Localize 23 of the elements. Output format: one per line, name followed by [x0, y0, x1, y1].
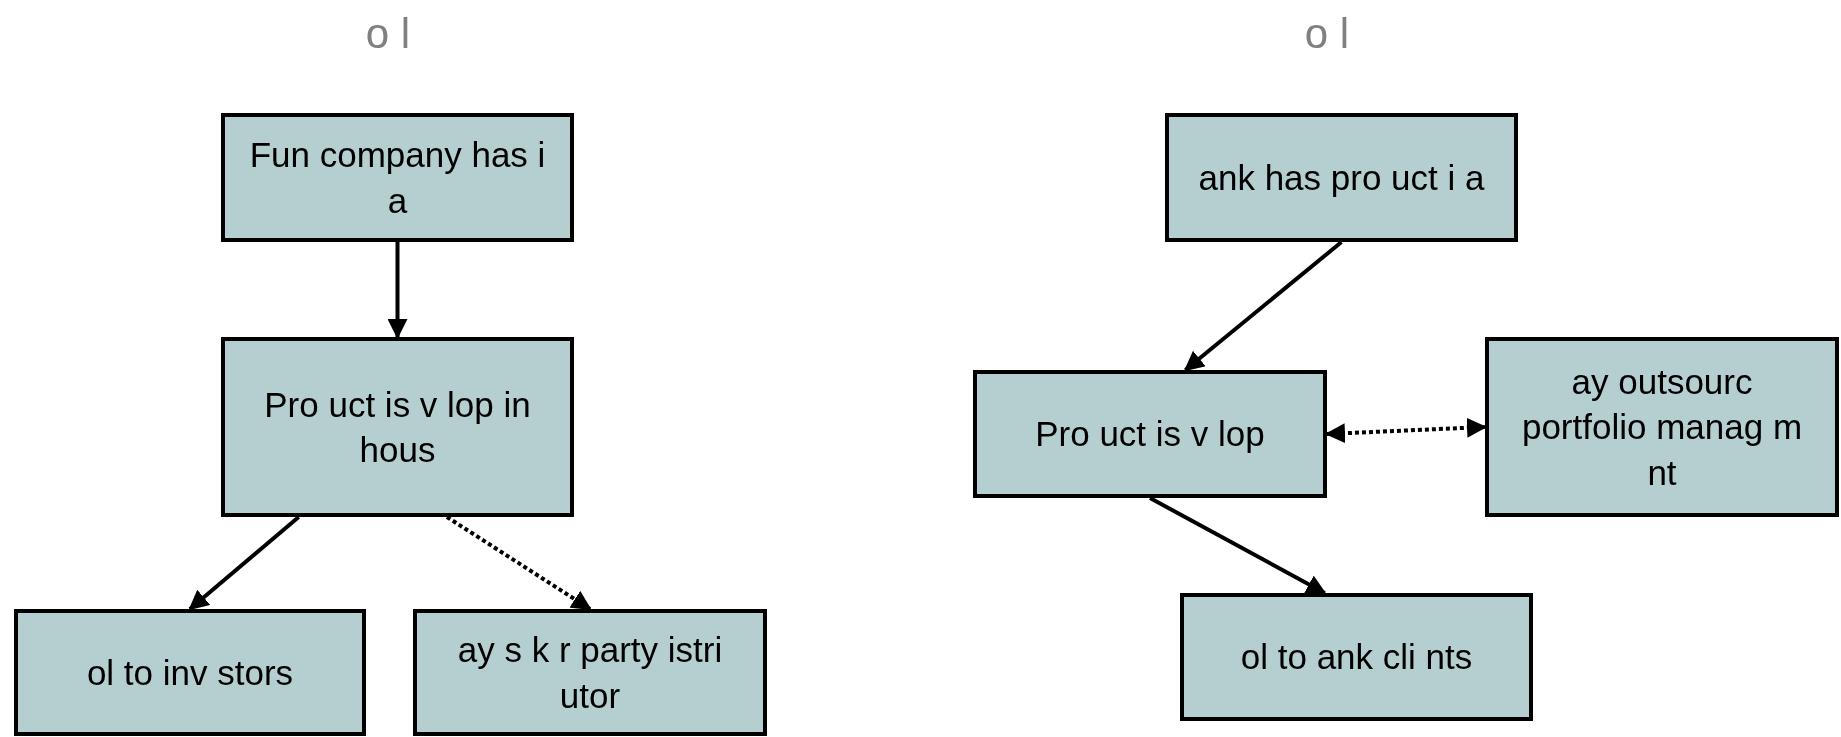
box-text: ol to ank cli nts [1240, 636, 1473, 679]
box-text: Pro uct is v lop in hous [263, 383, 532, 471]
process-box [973, 370, 1327, 498]
arrow [188, 515, 300, 611]
arrow [387, 242, 408, 339]
box-text: ol to inv stors [86, 651, 294, 694]
box-text: ay s k r party istri utor [456, 629, 724, 717]
process-box [221, 113, 574, 242]
process-box [14, 609, 366, 736]
process-box [1165, 113, 1518, 242]
box-text: ank has pro uct i a [1198, 156, 1485, 199]
process-box [413, 609, 767, 736]
box-text: Fun company has i a [248, 134, 547, 222]
box-text: ay outsourc portfolio manag m nt [1520, 360, 1804, 494]
arrow [1183, 240, 1343, 372]
arrow [445, 515, 592, 611]
heading: o l [365, 10, 411, 58]
process-box [221, 337, 574, 517]
arrow [1149, 496, 1327, 595]
process-box [1180, 593, 1533, 721]
box-text: Pro uct is v lop [1035, 413, 1265, 456]
process-box [1485, 337, 1839, 517]
heading: o l [1304, 10, 1350, 58]
